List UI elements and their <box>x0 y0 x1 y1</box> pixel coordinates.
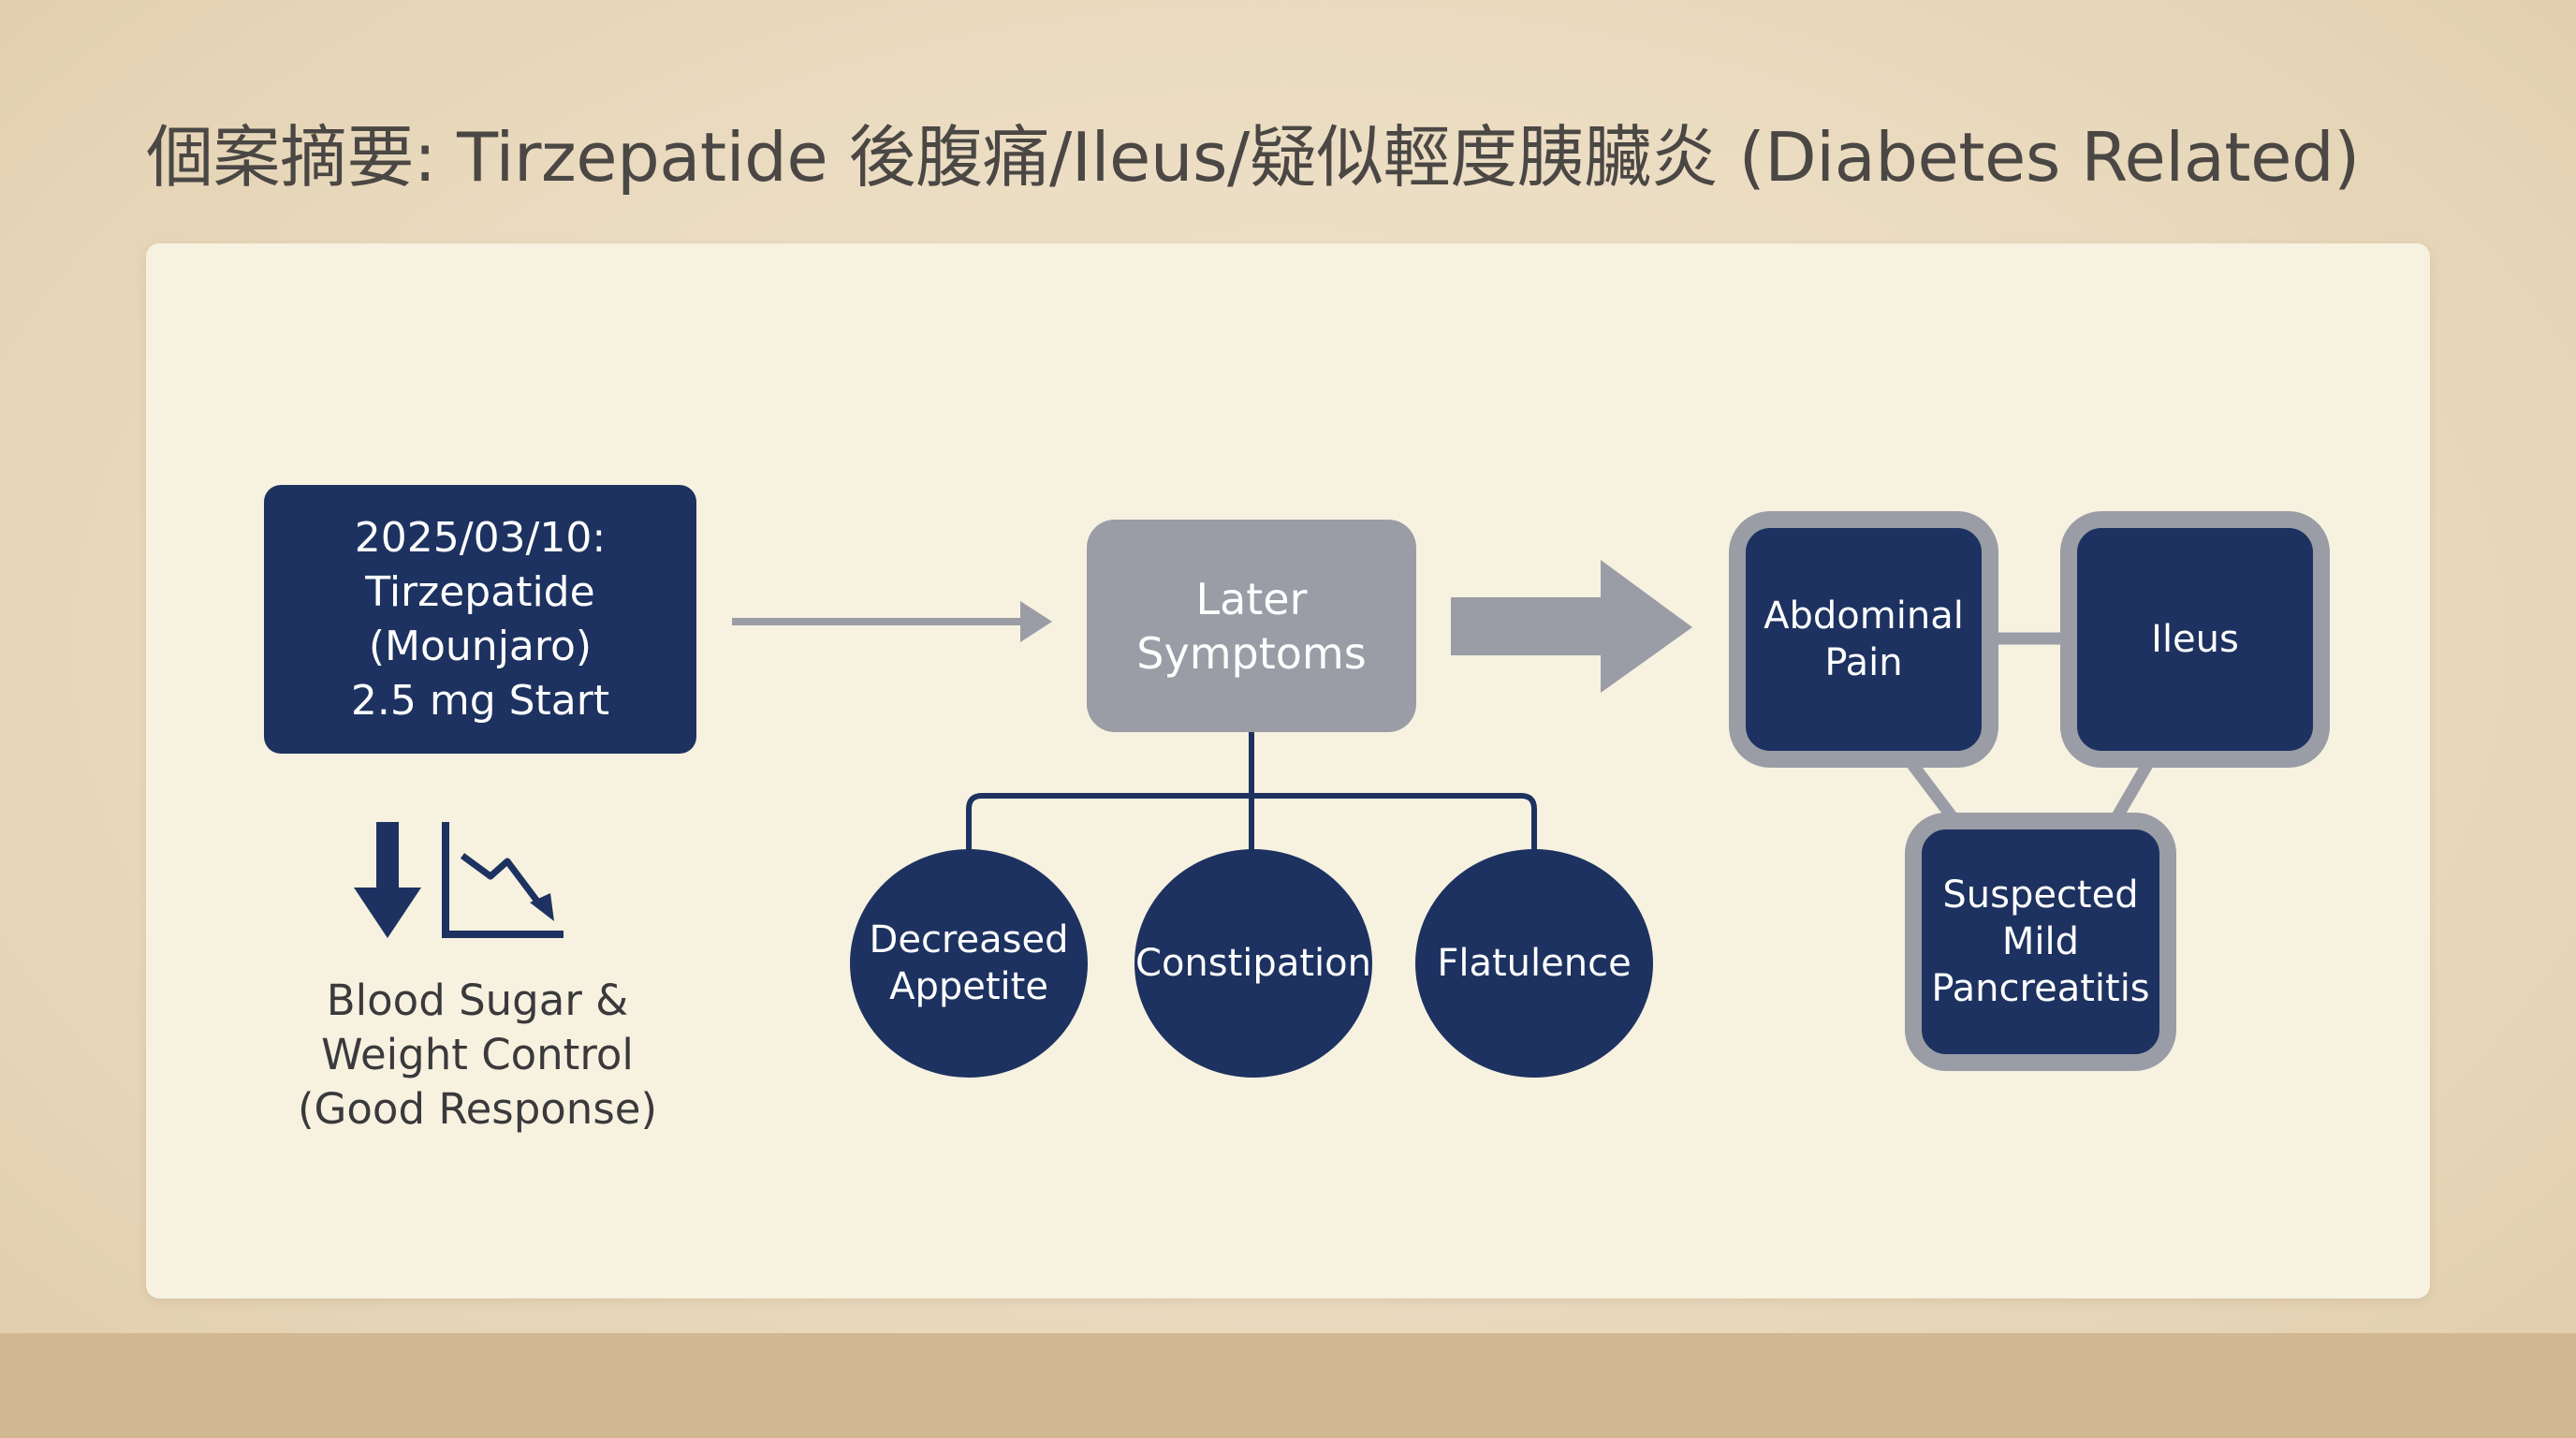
outcome-abdominal-pain: Abdominal Pain <box>1729 511 1998 768</box>
outcome-suspected-pancreatitis: Suspected Mild Pancreatitis <box>1905 813 2176 1071</box>
arrowhead-start-to-symptoms <box>1020 601 1052 642</box>
floor-strip <box>0 1333 2576 1438</box>
symptom-flatulence: Flatulence <box>1415 849 1653 1078</box>
link-ileus-pancreatitis <box>2112 759 2154 820</box>
arrow-down-icon <box>354 822 421 938</box>
declining-chart-icon <box>442 822 564 938</box>
link-pain-pancreatitis <box>1906 759 1957 820</box>
later-symptoms-box: Later Symptoms <box>1087 520 1416 732</box>
effect-caption: Blood Sugar & Weight Control (Good Respo… <box>297 976 658 1134</box>
symptom-constipation: Constipation <box>1134 849 1372 1078</box>
page-title: 個案摘要: Tirzepatide 後腹痛/Ileus/疑似輕度胰臟炎 (Dia… <box>146 118 2360 197</box>
outcome-ileus: Ileus <box>2060 511 2330 768</box>
start-event-box: 2025/03/10: Tirzepatide (Mounjaro) 2.5 m… <box>264 485 696 754</box>
diagram-panel <box>146 243 2430 1299</box>
symptom-decreased-appetite: Decreased Appetite <box>850 849 1088 1078</box>
block-arrow-symptoms-to-outcomes <box>1451 560 1692 693</box>
